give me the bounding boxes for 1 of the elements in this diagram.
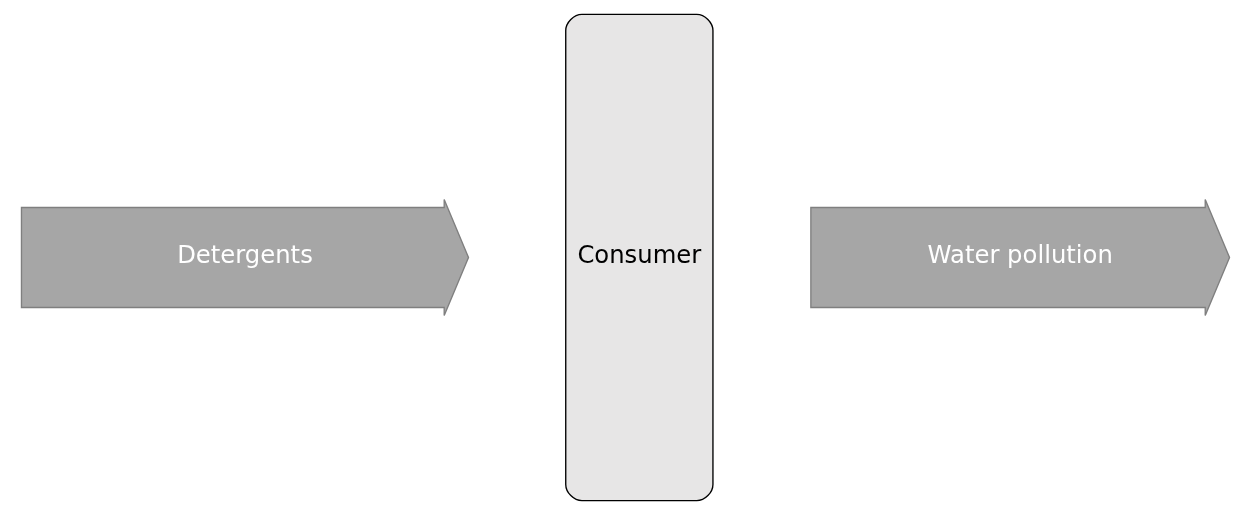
node-box: Consumer — [564, 13, 714, 501]
